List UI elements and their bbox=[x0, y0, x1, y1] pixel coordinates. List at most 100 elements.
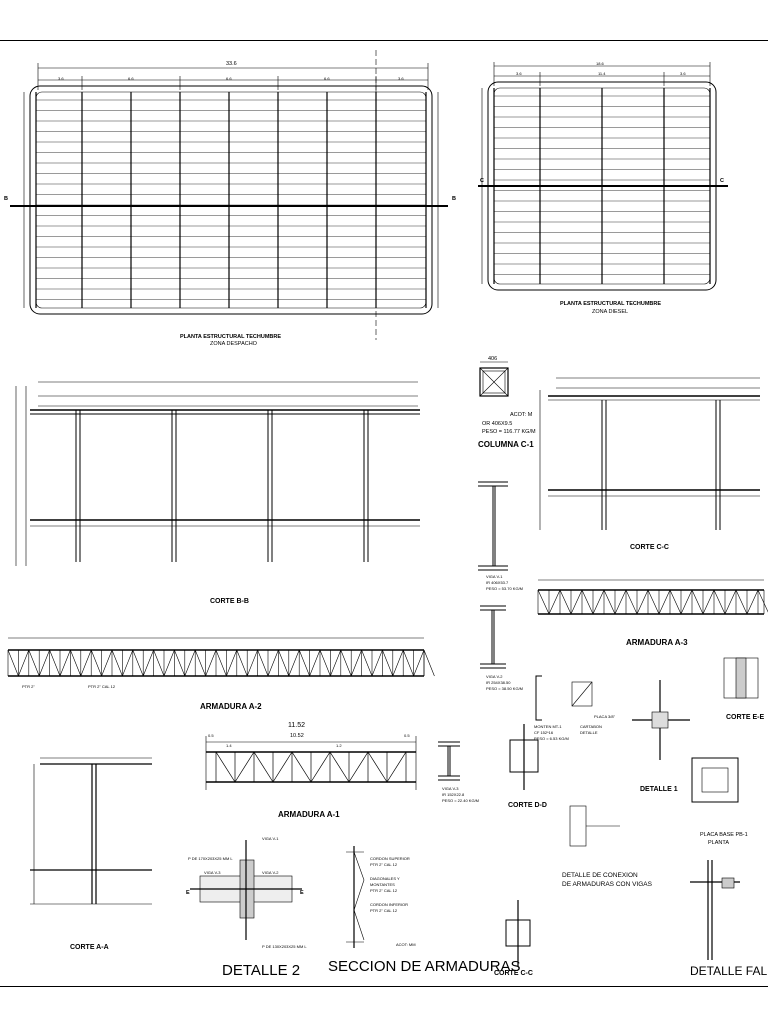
viga-v2-name: VIGA V-2 bbox=[486, 674, 503, 679]
cartabon-detail: DETALLE bbox=[580, 730, 598, 735]
despacho-dim-5: 3.6 bbox=[398, 76, 404, 81]
section-mark-b-right: B bbox=[452, 196, 456, 202]
despacho-dim-2: 6.6 bbox=[128, 76, 134, 81]
truss-diagonal bbox=[386, 751, 407, 783]
planta-despacho-title: PLANTA ESTRUCTURAL TECHUMBRE bbox=[180, 334, 282, 340]
truss-diagonal bbox=[111, 649, 123, 677]
columna-profile: OR 406X9.5 bbox=[482, 421, 513, 427]
detalle-faldon-title: DETALLE FALDON bbox=[690, 964, 768, 978]
placa-label: PLACA 3/8" bbox=[594, 714, 615, 719]
truss-diagonal bbox=[559, 589, 572, 615]
truss-diagonal bbox=[658, 589, 671, 615]
truss-diagonal bbox=[702, 589, 715, 615]
truss-diagonal bbox=[647, 589, 660, 615]
planta-diesel-title: PLANTA ESTRUCTURAL TECHUMBRE bbox=[560, 301, 662, 307]
corte-aa-title: CORTE A-A bbox=[70, 944, 109, 951]
viga-v3-weight: PESO = 22.40 KG/M bbox=[442, 798, 480, 803]
truss-diagonal bbox=[382, 649, 394, 677]
truss-diagonal bbox=[350, 649, 362, 677]
truss-diagonal bbox=[581, 589, 594, 615]
truss-diagonal bbox=[625, 589, 638, 615]
truss-diagonal bbox=[735, 589, 748, 615]
truss-diagonal bbox=[236, 649, 248, 677]
armadura-a1-truss bbox=[205, 736, 417, 790]
truss-diagonal bbox=[614, 589, 627, 615]
corte-ee-title: CORTE E-E bbox=[726, 714, 765, 721]
truss-diagonal bbox=[101, 649, 113, 677]
truss-diagonal bbox=[174, 649, 186, 677]
viga-v3-name: VIGA V-3 bbox=[442, 786, 459, 791]
section-mark-b-left: B bbox=[4, 196, 8, 202]
detalle2-note-placa-2: P DE 130X203X25 MM L bbox=[262, 944, 307, 949]
truss-diagonal bbox=[392, 649, 404, 677]
seccion-note-5: PTR 2" CAL 12 bbox=[370, 888, 398, 893]
truss-diagonal bbox=[371, 649, 383, 677]
cartabon-label: CARTABON bbox=[580, 724, 602, 729]
truss-diagonal bbox=[330, 649, 342, 677]
detalle2-note-placa-1: P DE 170X203X25 MM L bbox=[188, 856, 233, 861]
drawing-sheet bbox=[0, 40, 768, 987]
truss-diagonal bbox=[724, 589, 737, 615]
truss-diagonal bbox=[413, 649, 425, 677]
armadura-a2-title: ARMADURA A-2 bbox=[200, 702, 262, 711]
seccion-note-7: PTR 2" CAL 12 bbox=[370, 908, 398, 913]
truss-diagonal bbox=[291, 751, 312, 783]
truss-diagonal bbox=[757, 589, 768, 613]
placa-base-title: PLACA BASE PB-1 bbox=[700, 832, 748, 838]
corte-cc-top-section bbox=[539, 377, 760, 530]
truss-diagonal bbox=[90, 649, 102, 677]
truss-diagonal bbox=[340, 649, 352, 677]
truss-diagonal bbox=[746, 589, 759, 615]
truss-diagonal bbox=[548, 589, 561, 615]
truss-diagonal bbox=[570, 589, 583, 615]
despacho-dim-3: 6.6 bbox=[226, 76, 232, 81]
viga-v2-profile: IR 254X38.50 bbox=[486, 680, 511, 685]
columna-weight: PESO = 116.77 KG/M bbox=[482, 429, 536, 435]
corte-cc-bottom-title: CORTE C-C bbox=[494, 970, 533, 977]
detail-shapes bbox=[30, 657, 759, 966]
detalle2-mark-left: E bbox=[186, 890, 190, 896]
truss-diagonal bbox=[184, 649, 196, 677]
corte-dd-title: CORTE D-D bbox=[508, 802, 547, 809]
despacho-dim-4: 6.6 bbox=[324, 76, 330, 81]
viga-v3-profile: IR 152X22.8 bbox=[442, 792, 465, 797]
despacho-total-dim: 33.6 bbox=[226, 61, 237, 67]
truss-diagonal bbox=[298, 649, 310, 677]
truss-diagonal bbox=[257, 649, 269, 677]
detalle2-mark-right: E bbox=[300, 890, 304, 896]
corte-bb-section bbox=[15, 381, 420, 566]
armadura-a1-title: ARMADURA A-1 bbox=[278, 810, 340, 819]
truss-diagonal bbox=[636, 589, 649, 615]
armadura-a1-end-left: 0.5 bbox=[208, 733, 214, 738]
truss-diagonal bbox=[592, 589, 605, 615]
armadura-a1-panel: 1.4 bbox=[226, 743, 232, 748]
viga-v1-weight: PESO = 53.70 KG/M bbox=[486, 586, 524, 591]
planta-despacho-plan bbox=[10, 50, 448, 340]
section-mark-c-left: C bbox=[480, 178, 484, 184]
truss-diagonal bbox=[367, 751, 388, 783]
truss-diagonal bbox=[215, 751, 236, 783]
columna-title: COLUMNA C-1 bbox=[478, 440, 534, 449]
diesel-dim-1: 3.6 bbox=[516, 71, 522, 76]
truss-diagonal bbox=[603, 589, 616, 615]
truss-diagonal bbox=[348, 751, 369, 783]
truss-diagonal bbox=[329, 751, 350, 783]
monten-profile: CF 152*16 bbox=[534, 730, 554, 735]
monten-name: MONTEN MT-1 bbox=[534, 724, 562, 729]
truss-diagonal bbox=[163, 649, 175, 677]
truss-diagonal bbox=[194, 649, 206, 677]
diesel-total-dim: 18.6 bbox=[596, 61, 604, 66]
seccion-armaduras-title: SECCION DE ARMADURAS bbox=[328, 958, 521, 975]
armadura-a3-title: ARMADURA A-3 bbox=[626, 638, 688, 647]
viga-v2-weight: PESO = 38.50 KG/M bbox=[486, 686, 524, 691]
seccion-note-6: CORDON INFERIOR bbox=[370, 902, 408, 907]
diesel-dim-3: 3.6 bbox=[680, 71, 686, 76]
truss-diagonal bbox=[402, 649, 414, 677]
truss-diagonal bbox=[267, 649, 279, 677]
truss-diagonal bbox=[423, 649, 435, 677]
viga-v1-profile: IR 406X53.7 bbox=[486, 580, 509, 585]
seccion-acot: ACOT: MM bbox=[396, 942, 416, 947]
armadura-a1-total: 11.52 bbox=[288, 722, 305, 729]
armadura-a2-note-2: PTR 2" CAL 12 bbox=[88, 684, 116, 689]
